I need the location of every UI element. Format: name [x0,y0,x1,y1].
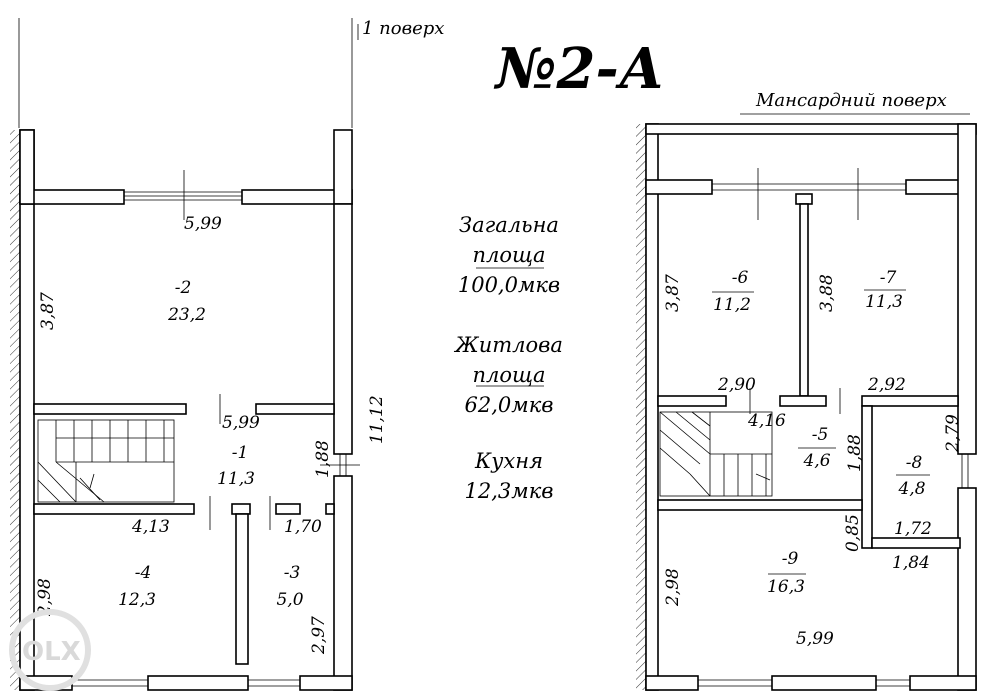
room-area: 11,2 [713,295,751,315]
page-title: №2-А [493,36,665,102]
floor2-plan: Мансардний поверх [636,90,977,691]
floor2-room-6: -6 11,2 [712,268,754,315]
kitchen-value: 12,3мкв [465,479,554,503]
living-value: 62,0мкв [465,393,554,417]
floor2-stairs [659,411,773,497]
kitchen-label: Кухня [474,449,543,473]
floor1-room-3: -3 5,0 [276,563,303,610]
floor2-room-8: -8 4,8 [896,453,930,499]
floor1-kitchen-height: 2,98 [35,578,55,617]
watermark: OLX [9,609,91,691]
room-area: 11,3 [217,469,255,489]
room-area: 16,3 [767,577,805,597]
floor2-left-room-width: 2,90 [717,375,756,395]
floor1-hall-height: 1,88 [313,440,333,478]
area-stats: Загальна площа 100,0мкв Житлова площа 62… [453,213,563,503]
room-area: 4,8 [897,479,925,499]
room-area: 23,2 [167,305,206,325]
floor2-bottom-room-height: 2,98 [663,568,683,607]
floor1-label: 1 поверх [362,18,444,39]
floor2-room-9: -9 16,3 [767,549,806,597]
room-id: -1 [232,443,249,463]
room-area: 11,3 [865,292,903,312]
floor1-bath-height: 2,97 [309,616,329,655]
floor2-room-7: -7 11,3 [864,268,906,312]
floor2-bath-width: 1,72 [894,519,932,539]
floor2-room-5: -5 4,6 [798,425,836,471]
floor2-gap-height: 0,85 [843,514,863,552]
floor1-total-height: 11,12 [367,395,387,444]
room-id: -9 [782,549,799,569]
room-area: 12,3 [118,590,156,610]
floor2-label: Мансардний поверх [755,90,947,111]
floor1-top-width: 5,99 [184,214,222,234]
floor2-right-room-height: 3,88 [817,274,837,312]
floor2-left-room-height: 3,87 [663,274,683,312]
floor1-room-1: -1 11,3 [217,443,255,489]
living-label-1: Житлова [453,333,563,357]
floor1-bath-width: 1,70 [284,517,322,537]
floor1-stairs [37,419,175,503]
room-id: -3 [284,563,301,583]
room-id: -5 [812,425,829,445]
total-label-2: площа [472,243,545,267]
floor1-room-4: -4 12,3 [118,563,156,610]
room-id: -6 [732,268,749,288]
watermark-ring [9,609,91,691]
floor1-hall-width: 4,13 [131,517,170,537]
room-id: -8 [906,453,923,473]
living-label-2: площа [472,363,545,387]
total-value: 100,0мкв [458,273,560,297]
floor2-walls [645,123,977,691]
floor1-plan: 1 поверх 5,99 3,87 5,99 1,88 11,12 4,13 … [10,18,444,691]
floor1-room-2: -2 23,2 [167,278,206,325]
floor1-mid-width: 5,99 [222,413,260,433]
floor2-bath-height: 2,79 [943,414,963,453]
floor2-hatch-left [636,124,646,690]
floor2-hall-width: 4,16 [747,411,786,431]
room-area: 4,6 [802,451,830,471]
floor1-walls [19,129,353,691]
room-area: 5,0 [276,590,303,610]
floor1-big-room-height: 3,87 [38,292,58,330]
total-label-1: Загальна [459,213,559,237]
floor2-right-room-width: 2,92 [867,375,906,395]
floor1-hatch-left [10,130,20,690]
room-id: -2 [175,278,192,298]
floor2-hall-height: 1,88 [845,434,865,472]
floor2-gap-width: 1,84 [892,553,930,573]
floor2-bottom-width: 5,99 [796,629,834,649]
room-id: -7 [880,268,897,288]
room-id: -4 [135,563,152,583]
watermark-text: OLX [22,637,81,667]
